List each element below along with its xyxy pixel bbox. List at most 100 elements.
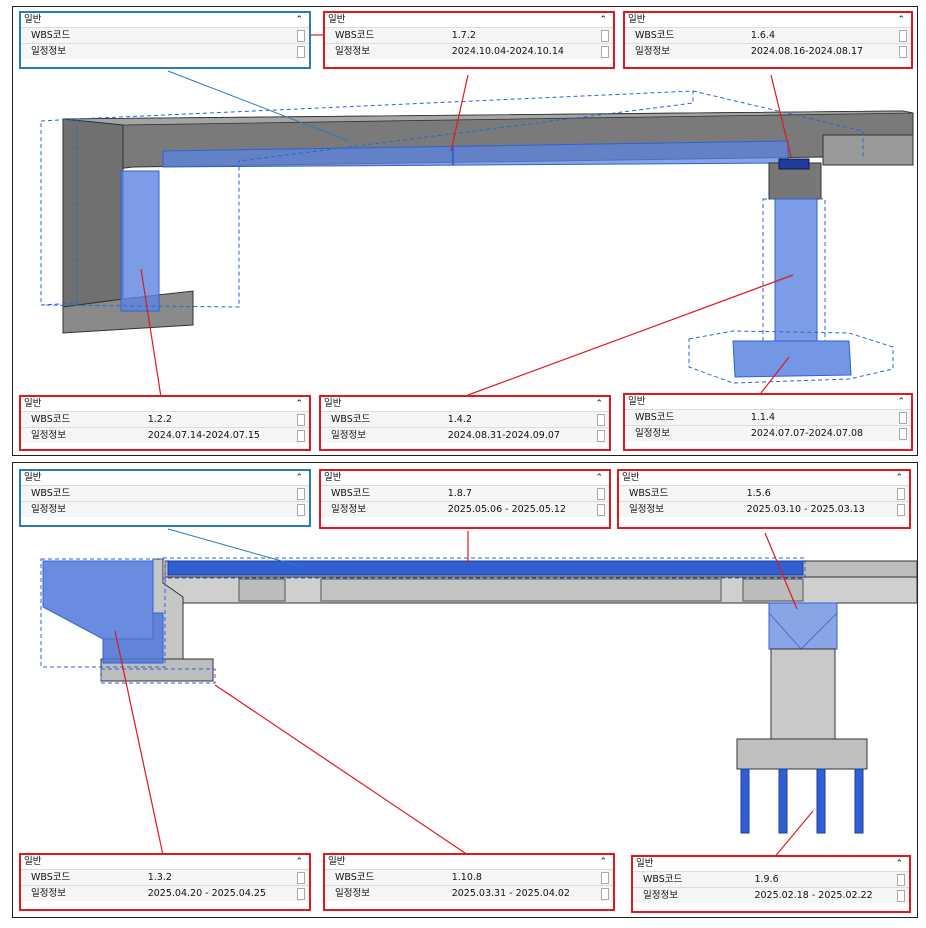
property-checkbox[interactable] xyxy=(297,30,305,42)
pile[interactable] xyxy=(816,768,826,834)
wbs-label: WBS코드 xyxy=(31,488,71,499)
double-chevron-up-icon[interactable]: ⌃ xyxy=(895,859,903,869)
schedule-value: 2024.08.16-2024.08.17 xyxy=(750,46,864,57)
pier-footing[interactable] xyxy=(736,738,868,770)
double-chevron-up-icon[interactable]: ⌃ xyxy=(295,399,303,409)
viewport-top[interactable]: 일반⌃ WBS코드 일정정보 일반 ⌃ WBS코드 1.7.2 일정정보 2024.1… xyxy=(12,6,918,456)
double-chevron-up-icon[interactable]: ⌃ xyxy=(295,15,303,25)
double-chevron-up-icon[interactable]: ⌃ xyxy=(295,857,303,867)
panel-header: 일반 xyxy=(622,472,640,483)
pile[interactable] xyxy=(854,768,864,834)
bridge-model-3d-view[interactable] xyxy=(13,7,917,455)
abutment-wall[interactable] xyxy=(62,118,124,308)
deck-highlight-1-8-7[interactable] xyxy=(167,560,804,576)
schedule-value: 2025.03.10 - 2025.03.13 xyxy=(746,504,865,515)
bearing-block-1-5-6[interactable] xyxy=(768,602,838,650)
schedule-label: 일정정보 xyxy=(31,46,66,57)
property-checkbox[interactable] xyxy=(297,488,305,500)
double-chevron-up-icon[interactable]: ⌃ xyxy=(295,473,303,483)
property-checkbox[interactable] xyxy=(601,30,609,42)
schedule-label: 일정정보 xyxy=(635,428,670,439)
abutment-footing[interactable] xyxy=(62,290,194,334)
wbs-value: 1.3.2 xyxy=(147,872,172,883)
schedule-label: 일정정보 xyxy=(335,46,370,57)
selection-outline-footing xyxy=(688,330,894,384)
pier-column-1-4-2[interactable] xyxy=(774,198,818,342)
property-checkbox[interactable] xyxy=(601,872,609,884)
double-chevron-up-icon[interactable]: ⌃ xyxy=(599,857,607,867)
double-chevron-up-icon[interactable]: ⌃ xyxy=(595,399,603,409)
pile[interactable] xyxy=(778,768,788,834)
property-checkbox[interactable] xyxy=(597,504,605,516)
property-checkbox[interactable] xyxy=(897,488,905,500)
leader-line-abutment xyxy=(140,268,162,398)
panel-header: 일반 xyxy=(328,856,346,867)
wbs-label: WBS코드 xyxy=(331,414,371,425)
property-checkbox[interactable] xyxy=(597,414,605,426)
property-checkbox[interactable] xyxy=(601,888,609,900)
property-checkbox[interactable] xyxy=(297,430,305,442)
diaphragm xyxy=(238,578,286,602)
schedule-value: 2024.07.07-2024.07.08 xyxy=(750,428,864,439)
selection-outline-girder xyxy=(40,90,694,308)
wbs-value: 1.6.4 xyxy=(750,30,776,41)
leader-line-blue xyxy=(167,528,304,568)
panel-header: 일반 xyxy=(636,858,654,869)
wbs-value: 1.5.6 xyxy=(746,488,771,499)
property-checkbox[interactable] xyxy=(899,46,907,58)
double-chevron-up-icon[interactable]: ⌃ xyxy=(897,397,905,407)
abutment-wingwall-1-3-2[interactable] xyxy=(42,560,164,664)
schedule-value: 2024.07.14-2024.07.15 xyxy=(147,430,260,441)
selection-outline-deck xyxy=(162,557,806,579)
leader-line-bearing xyxy=(764,532,798,610)
panel-header: 일반 xyxy=(324,472,342,483)
schedule-label: 일정정보 xyxy=(643,890,678,901)
bearing-1-6-4[interactable] xyxy=(778,158,810,170)
leader-line-bearing xyxy=(770,74,792,158)
property-checkbox[interactable] xyxy=(597,430,605,442)
abutment-pile-1-2-2[interactable] xyxy=(120,170,160,312)
double-chevron-up-icon[interactable]: ⌃ xyxy=(599,15,607,25)
property-panel-t1[interactable]: 일반⌃ WBS코드 일정정보 xyxy=(19,11,311,69)
property-checkbox[interactable] xyxy=(899,412,907,424)
pier-column[interactable] xyxy=(770,648,836,740)
property-checkbox[interactable] xyxy=(897,890,905,902)
wbs-value: 1.7.2 xyxy=(451,30,476,41)
double-chevron-up-icon[interactable]: ⌃ xyxy=(897,15,905,25)
property-checkbox[interactable] xyxy=(899,30,907,42)
panel-header: 일반 xyxy=(328,14,346,25)
property-checkbox[interactable] xyxy=(899,428,907,440)
property-checkbox[interactable] xyxy=(297,504,305,516)
property-checkbox[interactable] xyxy=(297,414,305,426)
double-chevron-up-icon[interactable]: ⌃ xyxy=(595,473,603,483)
double-chevron-up-icon[interactable]: ⌃ xyxy=(895,473,903,483)
property-checkbox[interactable] xyxy=(897,874,905,886)
leader-line-wingwall xyxy=(114,630,164,856)
property-checkbox[interactable] xyxy=(601,46,609,58)
leader-line-footing xyxy=(214,684,469,856)
schedule-label: 일정정보 xyxy=(31,430,66,441)
property-checkbox[interactable] xyxy=(297,888,305,900)
wbs-value: 1.4.2 xyxy=(447,414,472,425)
bridge-model-side-view[interactable] xyxy=(13,463,917,917)
pier-footing-1-1-4[interactable] xyxy=(732,340,852,378)
property-checkbox[interactable] xyxy=(297,872,305,884)
schedule-value: 2024.10.04-2024.10.14 xyxy=(451,46,564,57)
property-checkbox[interactable] xyxy=(897,504,905,516)
pile-1-9-6[interactable] xyxy=(740,768,750,834)
property-checkbox[interactable] xyxy=(597,488,605,500)
panel-header: 일반 xyxy=(24,472,42,483)
property-checkbox[interactable] xyxy=(297,46,305,58)
property-panel-b1[interactable]: 일반⌃ WBS코드 일정정보 xyxy=(19,469,311,527)
